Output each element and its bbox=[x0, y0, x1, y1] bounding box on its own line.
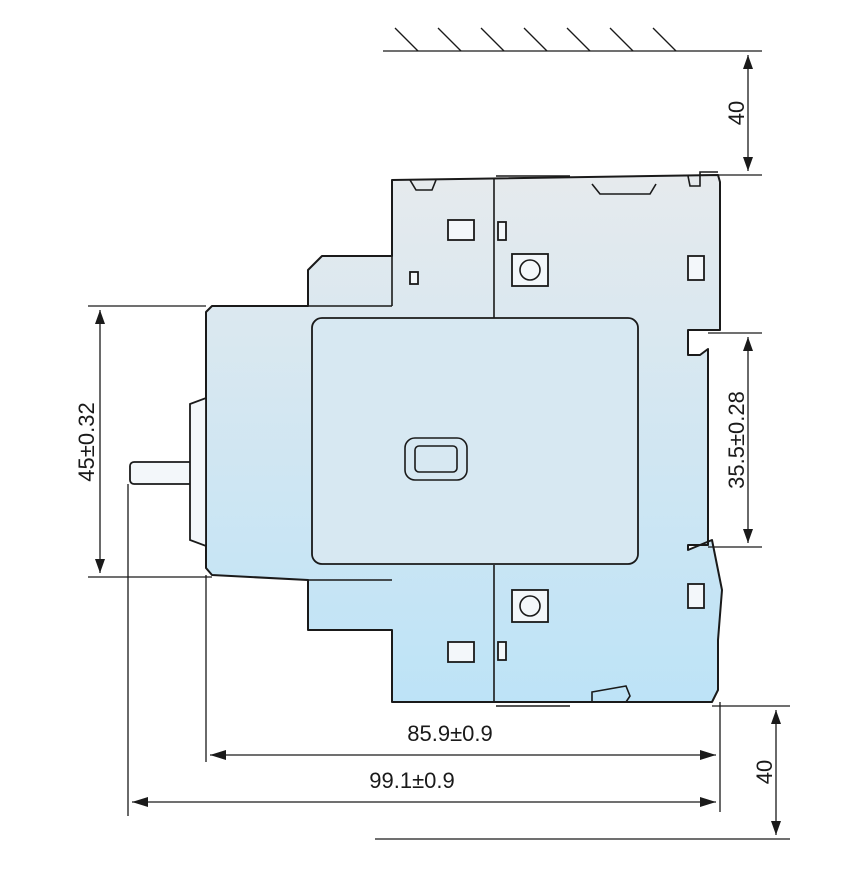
dim-overall-depth: 99.1±0.9 bbox=[127, 484, 716, 816]
top-clearance-label: 40 bbox=[724, 101, 749, 125]
top-clip bbox=[409, 179, 437, 191]
slot-bottom-left bbox=[447, 641, 475, 663]
indicator-window-outer bbox=[404, 437, 468, 481]
terminal-screw-bottom bbox=[511, 589, 549, 623]
bottom-clearance-label: 40 bbox=[752, 760, 777, 784]
front-height-label: 45±0.32 bbox=[74, 402, 99, 481]
slot-bottom-right bbox=[687, 583, 705, 609]
overall-depth-label: 99.1±0.9 bbox=[369, 768, 454, 793]
slot-top-left-tab bbox=[497, 221, 507, 241]
indicator-window-inner bbox=[414, 445, 458, 473]
dim-rail-height: 35.5±0.28 bbox=[708, 332, 762, 548]
slot-tiny bbox=[409, 271, 419, 285]
dim-body-depth: 85.9±0.9 bbox=[205, 575, 721, 812]
terminal-screw-top-head bbox=[519, 259, 541, 281]
top-latch bbox=[591, 183, 657, 195]
terminal-screw-bottom-head bbox=[519, 595, 541, 617]
rail-height-label: 35.5±0.28 bbox=[724, 391, 749, 489]
terminal-screw-top bbox=[511, 253, 549, 287]
device-body bbox=[129, 171, 723, 707]
front-panel bbox=[311, 317, 639, 565]
bottom-latch bbox=[591, 685, 631, 703]
top-hook bbox=[687, 171, 718, 187]
dim-top-clearance: 40 bbox=[700, 55, 762, 176]
top-wall-hatch bbox=[383, 27, 762, 52]
body-depth-label: 85.9±0.9 bbox=[407, 721, 492, 746]
slot-top-left bbox=[447, 219, 475, 241]
slot-top-right bbox=[687, 255, 705, 281]
dim-front-height: 45±0.32 bbox=[74, 305, 212, 578]
slot-bottom-left-tab bbox=[497, 641, 507, 661]
dim-bottom-clearance: 40 bbox=[712, 705, 790, 835]
knob-flange bbox=[189, 396, 207, 548]
